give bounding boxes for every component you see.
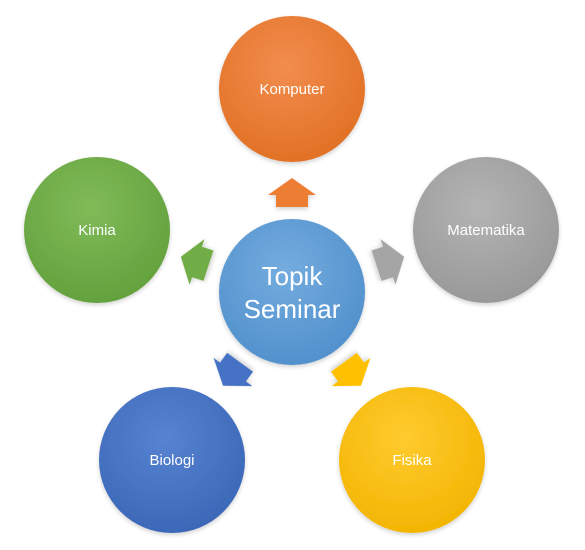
center-label-line2: Seminar <box>244 294 341 324</box>
node-label-kimia: Kimia <box>78 222 116 239</box>
arrow-to-fisika <box>331 352 371 387</box>
arrow-to-kimia <box>180 239 214 285</box>
node-matematika: Matematika <box>413 157 559 303</box>
node-label-fisika: Fisika <box>392 452 432 469</box>
node-biologi: Biologi <box>99 387 245 533</box>
arrow-to-komputer <box>268 178 316 207</box>
center-node: Topik Seminar <box>219 219 365 365</box>
node-komputer: Komputer <box>219 16 365 162</box>
node-kimia: Kimia <box>24 157 170 303</box>
arrow-to-matematika <box>371 239 405 285</box>
node-label-biologi: Biologi <box>149 452 194 469</box>
center-label-line1: Topik <box>262 261 324 291</box>
arrow-to-biologi <box>213 352 253 387</box>
node-label-komputer: Komputer <box>259 81 324 98</box>
node-label-matematika: Matematika <box>447 222 525 239</box>
node-fisika: Fisika <box>339 387 485 533</box>
